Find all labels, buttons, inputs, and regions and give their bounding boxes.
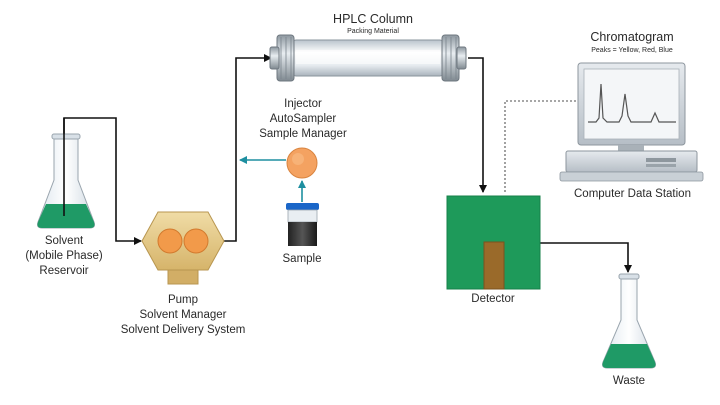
computer-base	[565, 150, 698, 173]
solvent-liquid	[37, 204, 95, 228]
pump-label-line3: Solvent Delivery System	[120, 324, 246, 336]
waste-flask	[602, 273, 656, 369]
column-title: HPLC Column	[333, 12, 413, 26]
pump	[141, 211, 225, 285]
computer-data-station	[559, 62, 704, 182]
injection-flow	[239, 156, 306, 202]
pump-head-right	[183, 228, 209, 254]
waste-liquid	[602, 344, 656, 368]
detector-label: Detector	[471, 293, 515, 305]
injector-label-line2: AutoSampler	[269, 113, 337, 125]
pump-label-line2: Solvent Manager	[139, 309, 227, 321]
chromatogram-subtitle: Peaks = Yellow, Red, Blue	[591, 47, 673, 54]
tube-detector-to-waste	[540, 242, 632, 273]
chromatogram-trace	[588, 83, 676, 123]
column-right-fitting	[441, 34, 460, 82]
injector-label-line3: Sample Manager	[259, 128, 347, 140]
hplc-column	[269, 34, 467, 82]
column-subtitle: Packing Material	[347, 28, 399, 35]
pump-body	[141, 211, 225, 271]
pump-label-line1: Pump	[167, 294, 199, 306]
solvent-label-line2: (Mobile Phase)	[25, 250, 103, 262]
sample-vial	[286, 203, 319, 246]
chromatogram-title: Chromatogram	[590, 30, 674, 44]
injector	[286, 147, 318, 179]
solvent-reservoir-flask	[37, 133, 95, 229]
tube-pump-to-column	[216, 54, 272, 242]
solvent-label-line1: Solvent	[44, 235, 84, 247]
keyboard	[559, 171, 704, 182]
injector-label-line1: Injector	[284, 98, 322, 110]
tube-column-to-detector	[468, 57, 487, 193]
detector	[446, 195, 541, 290]
detector-flow-cell	[483, 241, 505, 290]
monitor-screen	[583, 68, 680, 140]
computer-station-label: Computer Data Station	[574, 188, 691, 200]
vial-liquid	[288, 222, 317, 246]
solvent-label-line3: Reservoir	[39, 265, 89, 277]
vial-cap	[286, 203, 319, 210]
sample-label: Sample	[282, 253, 322, 265]
waste-label: Waste	[612, 375, 646, 387]
column-left-fitting	[276, 34, 295, 82]
pump-head-left	[157, 228, 183, 254]
